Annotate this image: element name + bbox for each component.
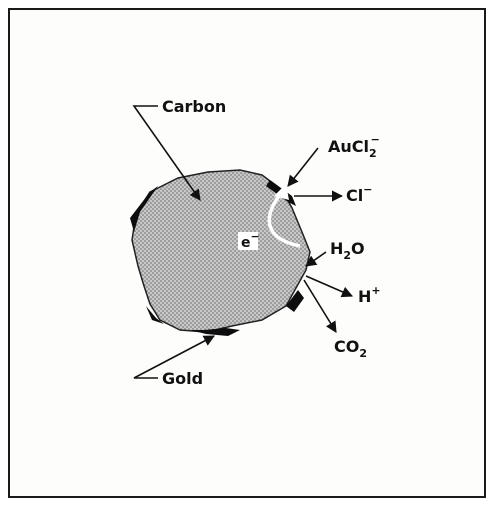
label-water: H2O (330, 239, 365, 262)
label-co2: CO2 (334, 337, 367, 360)
label-carbon: Carbon (162, 97, 226, 116)
label-aucl2: AuCl2− (328, 133, 380, 160)
label-hydrogen-ion: H+ (358, 284, 381, 306)
aucl2-arrow (288, 148, 318, 186)
label-gold: Gold (162, 369, 203, 388)
label-chloride: Cl− (346, 183, 372, 205)
